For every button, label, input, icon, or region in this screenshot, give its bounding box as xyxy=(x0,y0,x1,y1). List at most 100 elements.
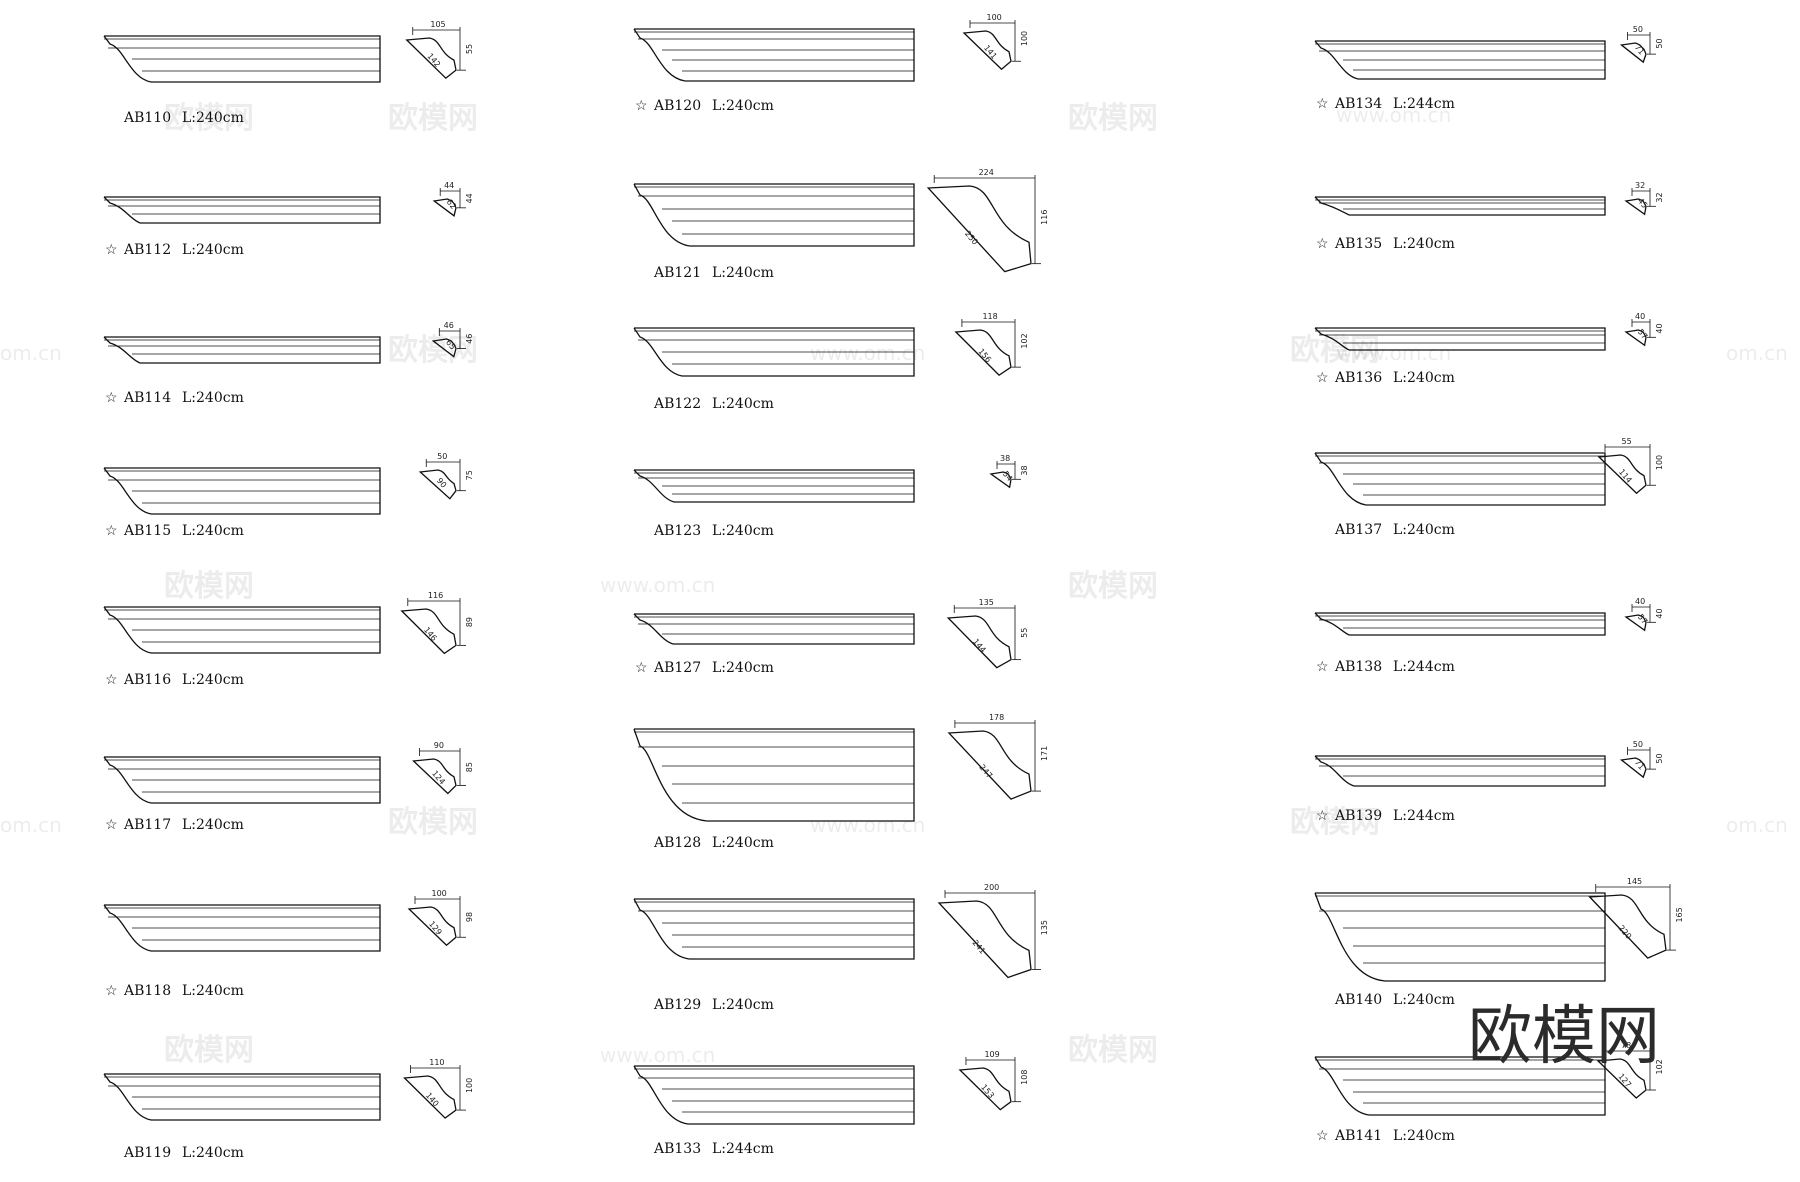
item-length: L:240cm xyxy=(182,1145,244,1161)
dimension-diagonal-label: 142 xyxy=(425,52,442,69)
item-length: L:240cm xyxy=(182,983,244,999)
molding-section-profile xyxy=(405,37,457,80)
dimension-width-label: 55 xyxy=(1622,437,1632,446)
molding-profile-curve xyxy=(103,196,141,224)
star-icon: ☆ xyxy=(1316,96,1329,112)
star-icon: ☆ xyxy=(105,817,118,833)
dimension-diagonal-label: 114 xyxy=(1617,467,1634,484)
dimension-height-label: 38 xyxy=(1020,465,1029,475)
item-length: L:240cm xyxy=(712,396,774,412)
diagonal-back-line xyxy=(419,471,451,499)
watermark-url: om.cn xyxy=(1726,341,1788,365)
watermark-url: www.om.cn xyxy=(1336,341,1451,365)
dimension-width-label: 50 xyxy=(437,452,447,461)
diagonal-back-line xyxy=(963,32,1002,70)
dimension-width-label: 109 xyxy=(984,1050,999,1059)
item-code: AB128 xyxy=(653,835,701,851)
item-code: AB116 xyxy=(123,672,171,688)
item-code: AB112 xyxy=(123,242,171,258)
dimension-diagonal-label: 250 xyxy=(963,229,980,246)
molding-elevation-outline xyxy=(634,898,915,960)
dimension-height-label: 100 xyxy=(1655,455,1664,470)
dimension-height-label: 102 xyxy=(1020,333,1029,348)
dimension-diagonal-label: 146 xyxy=(422,625,439,642)
molding-elevation-outline xyxy=(634,28,915,82)
molding-section-profile xyxy=(926,185,1032,273)
item-length: L:244cm xyxy=(1393,659,1455,675)
star-icon: ☆ xyxy=(635,660,648,676)
dimension-width-label: 40 xyxy=(1635,597,1645,606)
molding-elevation-outline xyxy=(104,336,381,364)
site-logo: 欧模网 xyxy=(1468,1000,1660,1074)
item-code: AB136 xyxy=(1334,370,1382,386)
dimension-width-label: 178 xyxy=(989,713,1004,722)
item-length: L:240cm xyxy=(1393,1128,1455,1144)
star-icon: ☆ xyxy=(1316,659,1329,675)
dimension-width-label: 224 xyxy=(979,168,994,177)
watermark-url: om.cn xyxy=(0,341,62,365)
watermark-logo: 欧模网 xyxy=(388,333,478,368)
dimension-diagonal-label: 144 xyxy=(971,637,988,654)
molding-section-profile xyxy=(989,471,1012,489)
molding-elevation-outline xyxy=(634,613,915,645)
dimension-width-label: 50 xyxy=(1633,25,1643,34)
item-code: AB121 xyxy=(653,265,701,281)
dimension-width-label: 145 xyxy=(1627,877,1642,886)
item-length: L:240cm xyxy=(712,523,774,539)
diagonal-back-line xyxy=(990,473,1010,488)
item-code: AB119 xyxy=(123,1145,171,1161)
diagonal-back-line xyxy=(404,1077,446,1119)
star-icon: ☆ xyxy=(1316,1128,1329,1144)
diagonal-back-line xyxy=(433,200,455,217)
item-length: L:244cm xyxy=(1393,808,1455,824)
dimension-height-label: 100 xyxy=(465,1078,474,1093)
molding-section-profile xyxy=(954,329,1012,376)
item-code: AB123 xyxy=(653,523,701,539)
star-icon: ☆ xyxy=(105,983,118,999)
molding-profile-curve xyxy=(633,728,708,822)
molding-elevation-outline xyxy=(104,196,381,224)
molding-profile-curve xyxy=(633,327,683,377)
dimension-height-label: 50 xyxy=(1655,753,1664,763)
dimension-height-label: 40 xyxy=(1655,323,1664,333)
molding-profile-curve xyxy=(633,898,690,960)
molding-profile-curve xyxy=(103,756,152,804)
item-length: L:240cm xyxy=(1393,236,1455,252)
molding-elevation-outline xyxy=(1315,1056,1606,1116)
item-code: AB118 xyxy=(123,983,171,999)
molding-section-profile xyxy=(946,615,1012,669)
molding-profile-curve xyxy=(633,613,674,645)
watermark-url: www.om.cn xyxy=(600,573,715,597)
star-icon: ☆ xyxy=(105,242,118,258)
molding-section-profile xyxy=(1619,42,1647,64)
molding-elevation-outline xyxy=(1315,196,1606,216)
watermark-logo: 欧模网 xyxy=(1068,569,1158,604)
dimension-height-label: 40 xyxy=(1655,608,1664,618)
molding-elevation-outline xyxy=(1315,892,1606,982)
molding-section-profile xyxy=(1596,1058,1647,1099)
dimension-diagonal-label: 220 xyxy=(1616,924,1633,941)
diagonal-back-line xyxy=(1625,616,1645,631)
molding-profile-curve xyxy=(1314,40,1359,80)
watermark-url: www.om.cn xyxy=(600,1043,715,1067)
molding-elevation-outline xyxy=(634,183,915,247)
dimension-height-label: 32 xyxy=(1655,192,1664,202)
dimension-diagonal-label: 141 xyxy=(982,43,999,60)
watermark-logo: 欧模网 xyxy=(164,1033,254,1068)
molding-elevation-outline xyxy=(1315,612,1606,636)
star-icon: ☆ xyxy=(105,523,118,539)
molding-section-profile xyxy=(962,30,1012,71)
item-length: L:240cm xyxy=(1393,522,1455,538)
dimension-width-label: 50 xyxy=(1633,740,1643,749)
dimension-width-label: 38 xyxy=(1000,454,1010,463)
